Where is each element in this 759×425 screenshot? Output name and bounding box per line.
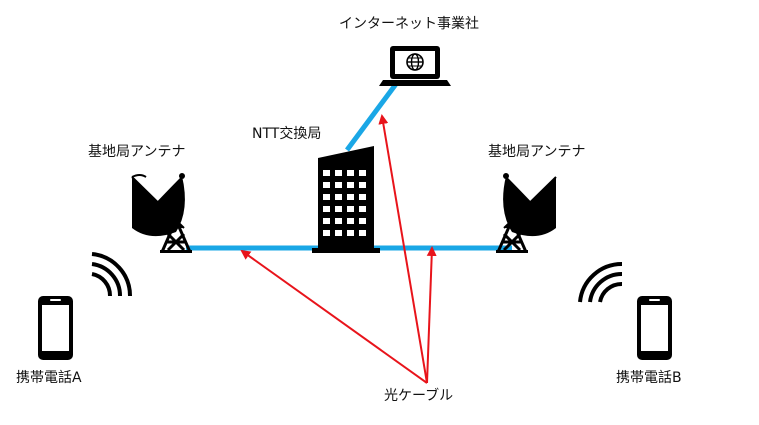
smartphone-icon — [637, 296, 672, 360]
base-station-left-label: 基地局アンテナ — [88, 144, 186, 160]
fiber-cable-label: 光ケーブル — [384, 388, 454, 404]
fiber-pointer-arrows — [240, 114, 437, 384]
building-icon — [312, 146, 380, 253]
wireless-signal-icon — [578, 261, 623, 303]
fiber-cable-lines — [186, 82, 512, 251]
satellite-dish-antenna-icon — [496, 173, 557, 253]
isp-label: インターネット事業社 — [339, 16, 479, 32]
laptop-globe-icon — [379, 46, 451, 86]
smartphone-icon — [38, 296, 73, 360]
base-station-right-label: 基地局アンテナ — [488, 144, 586, 160]
wireless-signal-icon — [91, 252, 133, 297]
ntt-exchange-label: NTT交換局 — [252, 126, 322, 142]
satellite-dish-antenna-icon — [131, 173, 192, 253]
phone-a-label: 携帯電話A — [16, 370, 82, 386]
phone-b-label: 携帯電話B — [616, 370, 682, 386]
